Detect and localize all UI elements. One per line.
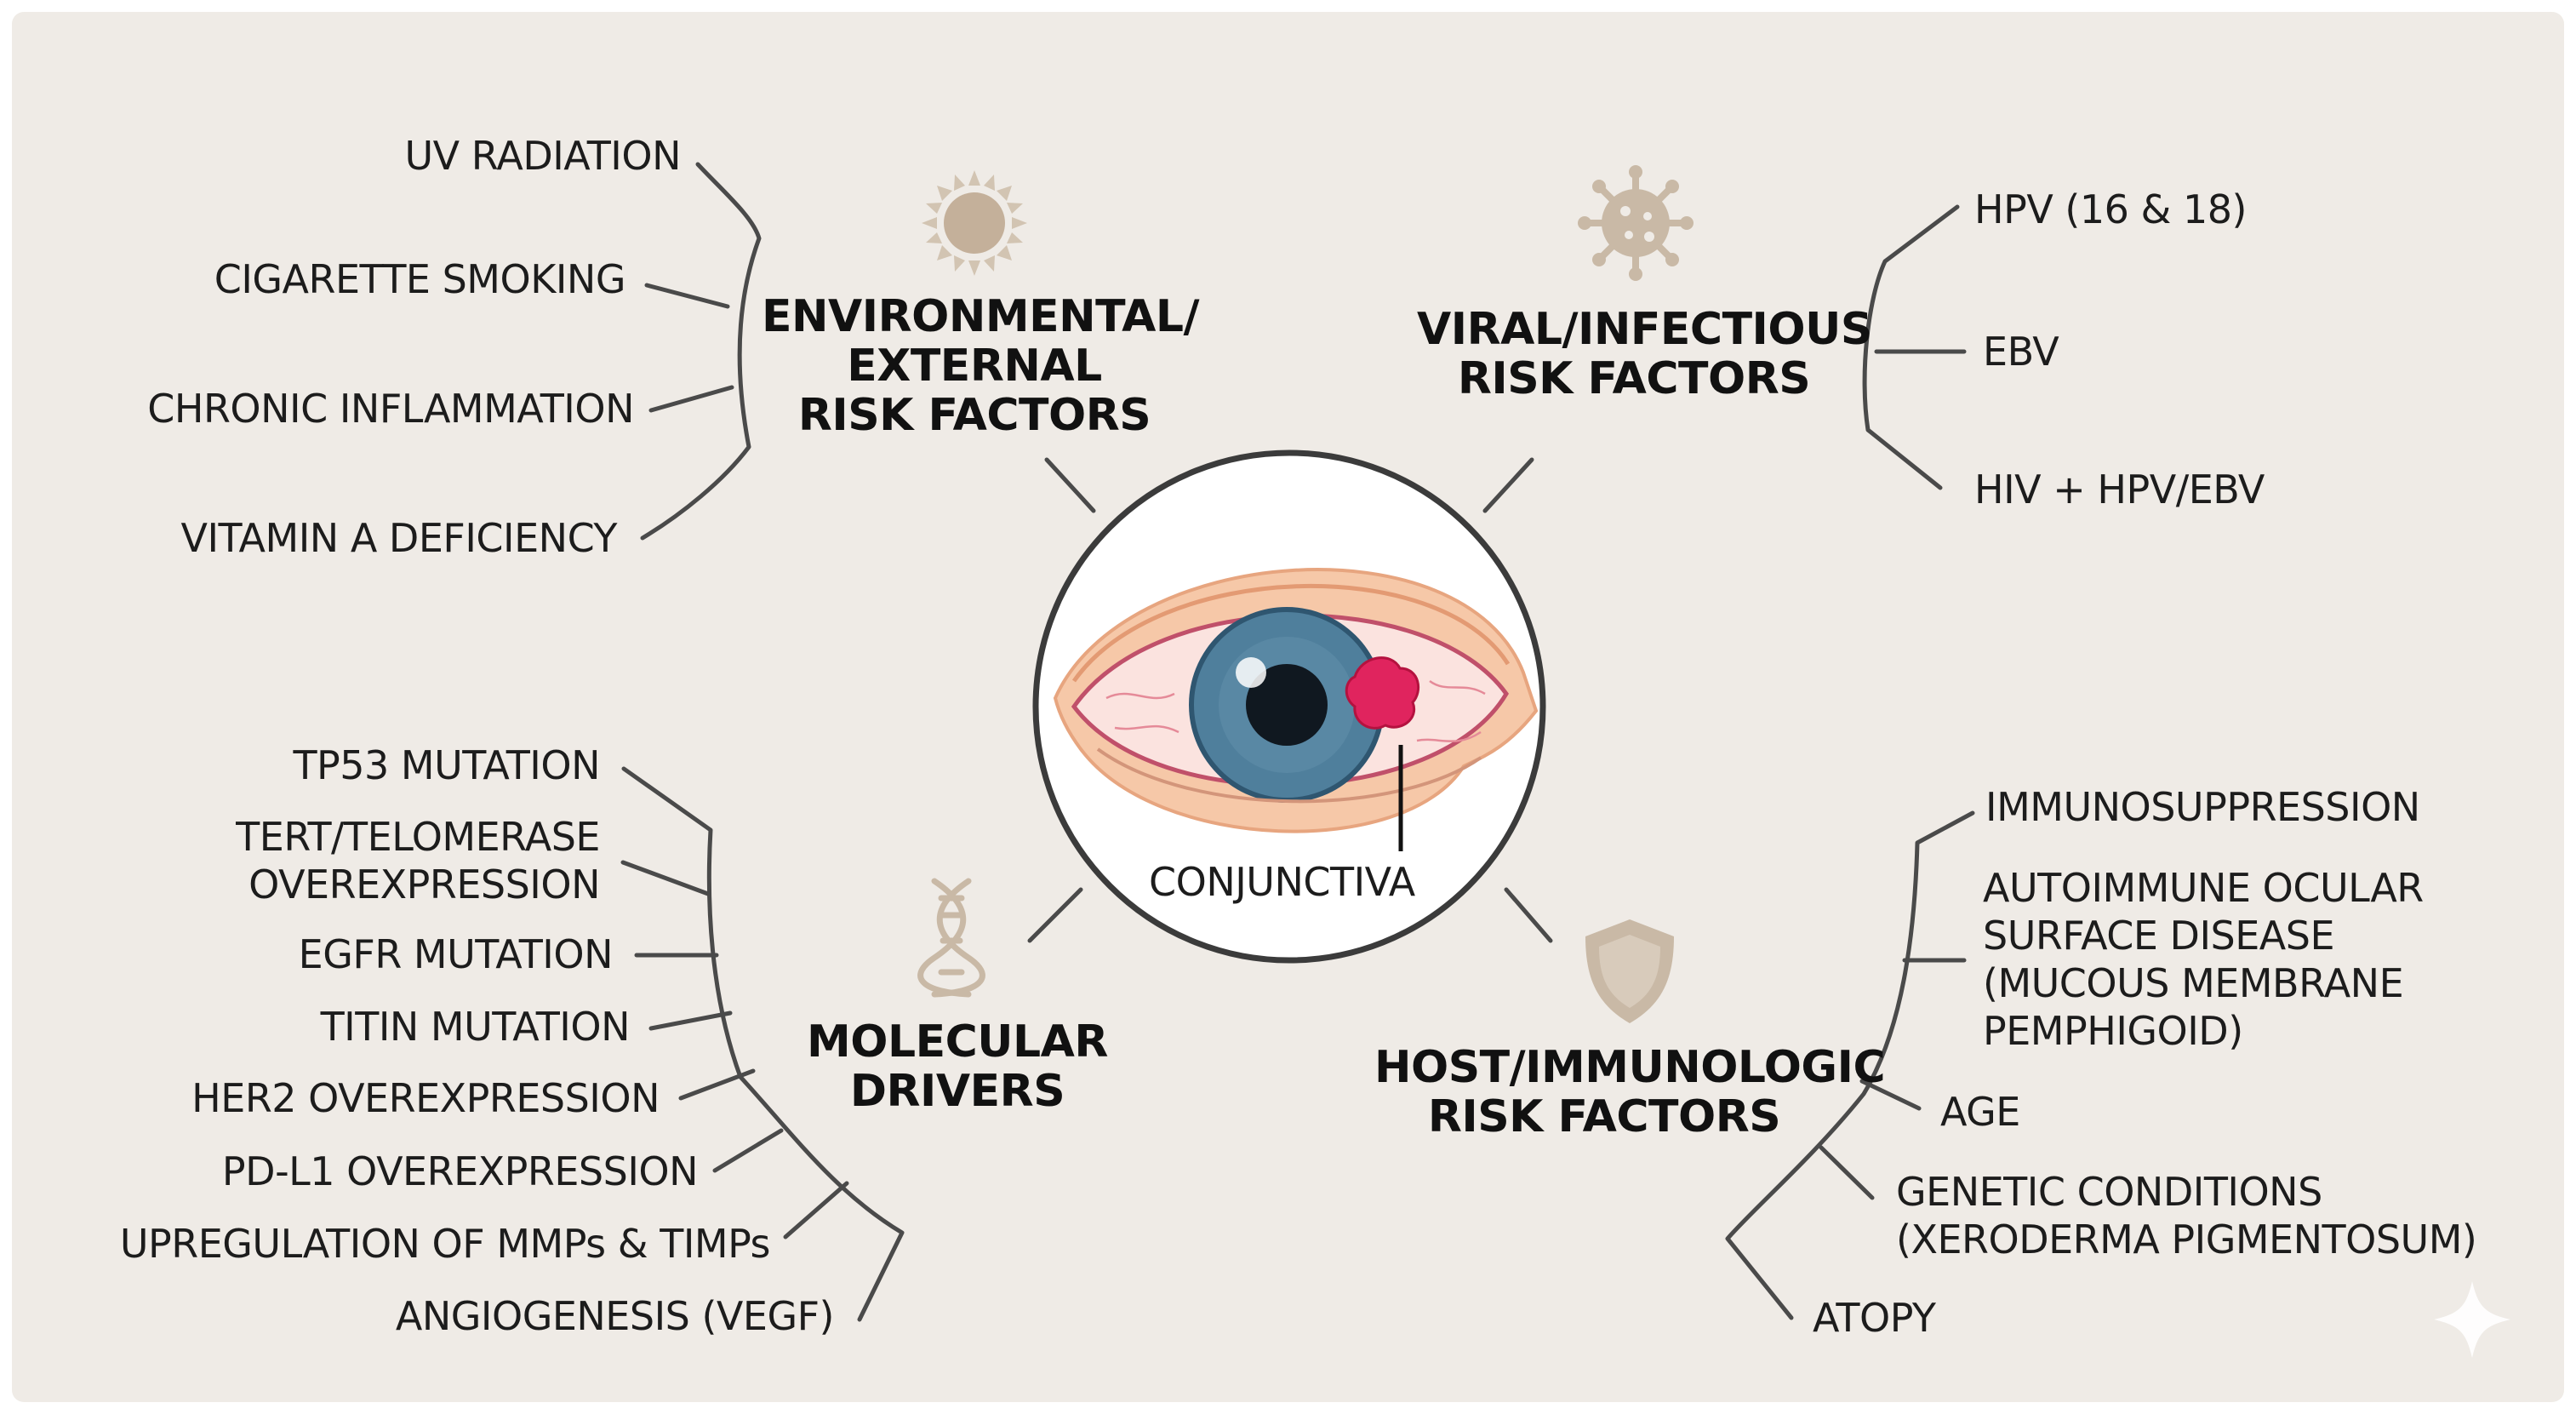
list-item: IMMUNOSUPPRESSION	[1985, 784, 2420, 830]
list-item-line: OVEREXPRESSION	[248, 862, 600, 907]
tumor-lesion	[1345, 656, 1420, 730]
list-item: PD-L1 OVEREXPRESSION	[221, 1148, 699, 1194]
list-item-line: TERT/TELOMERASE	[236, 814, 600, 860]
list-item-line: SURFACE DISEASE	[1983, 913, 2335, 959]
list-item-line: GENETIC CONDITIONS	[1896, 1169, 2322, 1215]
list-item: TITIN MUTATION	[320, 1004, 631, 1050]
molecular-tick-pdl1	[712, 1128, 784, 1173]
list-item: VITAMIN A DEFICIENCY	[180, 515, 618, 561]
list-item: AUTOIMMUNE OCULAR SURFACE DISEASE (MUCOU…	[1983, 864, 2424, 1055]
list-item: HER2 OVEREXPRESSION	[191, 1075, 660, 1121]
list-item: ATOPY	[1813, 1295, 1936, 1341]
list-item: CIGARETTE SMOKING	[214, 256, 626, 302]
environmental-bracket	[640, 162, 762, 541]
list-item-line: AUTOIMMUNE OCULAR	[1983, 865, 2424, 911]
list-item: ANGIOGENESIS (VEGF)	[395, 1293, 835, 1339]
heading-line: VIRAL/INFECTIOUS	[1417, 304, 1872, 355]
molecular-tick-tert	[620, 860, 711, 896]
heading-environmental: ENVIRONMENTAL/ EXTERNAL RISK FACTORS	[762, 291, 1200, 441]
list-item: AGE	[1940, 1089, 2020, 1135]
spoke-molecular	[1027, 887, 1083, 943]
spoke-viral	[1482, 457, 1534, 513]
pupil	[1246, 664, 1328, 746]
spoke-environmental	[1044, 457, 1096, 513]
heading-line: RISK FACTORS	[797, 390, 1151, 441]
molecular-tick-her2	[678, 1068, 756, 1101]
list-item-line: (XERODERMA PIGMENTOSUM)	[1896, 1216, 2477, 1262]
list-item: CHRONIC INFLAMMATION	[147, 386, 634, 432]
heading-line: EXTERNAL	[847, 341, 1102, 392]
list-item: HIV + HPV/EBV	[1974, 467, 2265, 512]
molecular-tick-mmp	[783, 1181, 849, 1239]
list-item: UPREGULATION OF MMPs & TIMPs	[119, 1221, 771, 1267]
lower-lid-line	[1096, 747, 1482, 804]
environmental-tick-smoking	[644, 283, 730, 309]
environmental-tick-inflammation	[648, 385, 734, 413]
heading-line: ENVIRONMENTAL/	[762, 291, 1200, 342]
virus-icon	[1578, 165, 1694, 281]
heading-line: RISK FACTORS	[1427, 1091, 1781, 1142]
list-item-line: PEMPHIGOID)	[1983, 1008, 2243, 1054]
list-item: TP53 MUTATION	[293, 742, 600, 788]
viral-bracket	[1862, 204, 1960, 490]
center-label: CONJUNCTIVA	[1149, 859, 1415, 905]
eyelid-crease	[1071, 583, 1511, 683]
list-item: TERT/TELOMERASE OVEREXPRESSION	[85, 813, 600, 908]
eye-highlight	[1236, 657, 1266, 688]
blood-vessels	[1105, 679, 1486, 742]
heading-molecular: MOLECULAR DRIVERS	[791, 1017, 1123, 1116]
spoke-host	[1504, 887, 1553, 943]
host-tick-age	[1859, 1079, 1922, 1111]
eye-illustration	[1053, 568, 1539, 851]
molecular-tick-titin	[648, 1010, 733, 1031]
list-item: UV RADIATION	[404, 133, 682, 179]
sun-icon	[922, 170, 1027, 276]
list-item: GENETIC CONDITIONS (XERODERMA PIGMENTOSU…	[1896, 1168, 2477, 1263]
heading-line: MOLECULAR	[807, 1016, 1108, 1068]
shield-icon	[1585, 919, 1674, 1023]
dna-icon	[917, 878, 985, 998]
host-bracket	[1725, 810, 1975, 1320]
host-tick-genetic	[1819, 1145, 1875, 1200]
heading-host: HOST/IMMUNOLOGIC RISK FACTORS	[1374, 1042, 1886, 1142]
sparkle-icon	[2434, 1281, 2510, 1358]
list-item: EGFR MUTATION	[298, 931, 614, 977]
heading-viral: VIRAL/INFECTIOUS RISK FACTORS	[1417, 304, 1872, 404]
list-item: HPV (16 & 18)	[1974, 186, 2248, 232]
heading-line: RISK FACTORS	[1457, 353, 1811, 404]
list-item-line: (MUCOUS MEMBRANE	[1983, 960, 2404, 1006]
heading-line: DRIVERS	[849, 1066, 1065, 1117]
heading-line: HOST/IMMUNOLOGIC	[1374, 1042, 1886, 1093]
list-item: EBV	[1983, 329, 2059, 375]
